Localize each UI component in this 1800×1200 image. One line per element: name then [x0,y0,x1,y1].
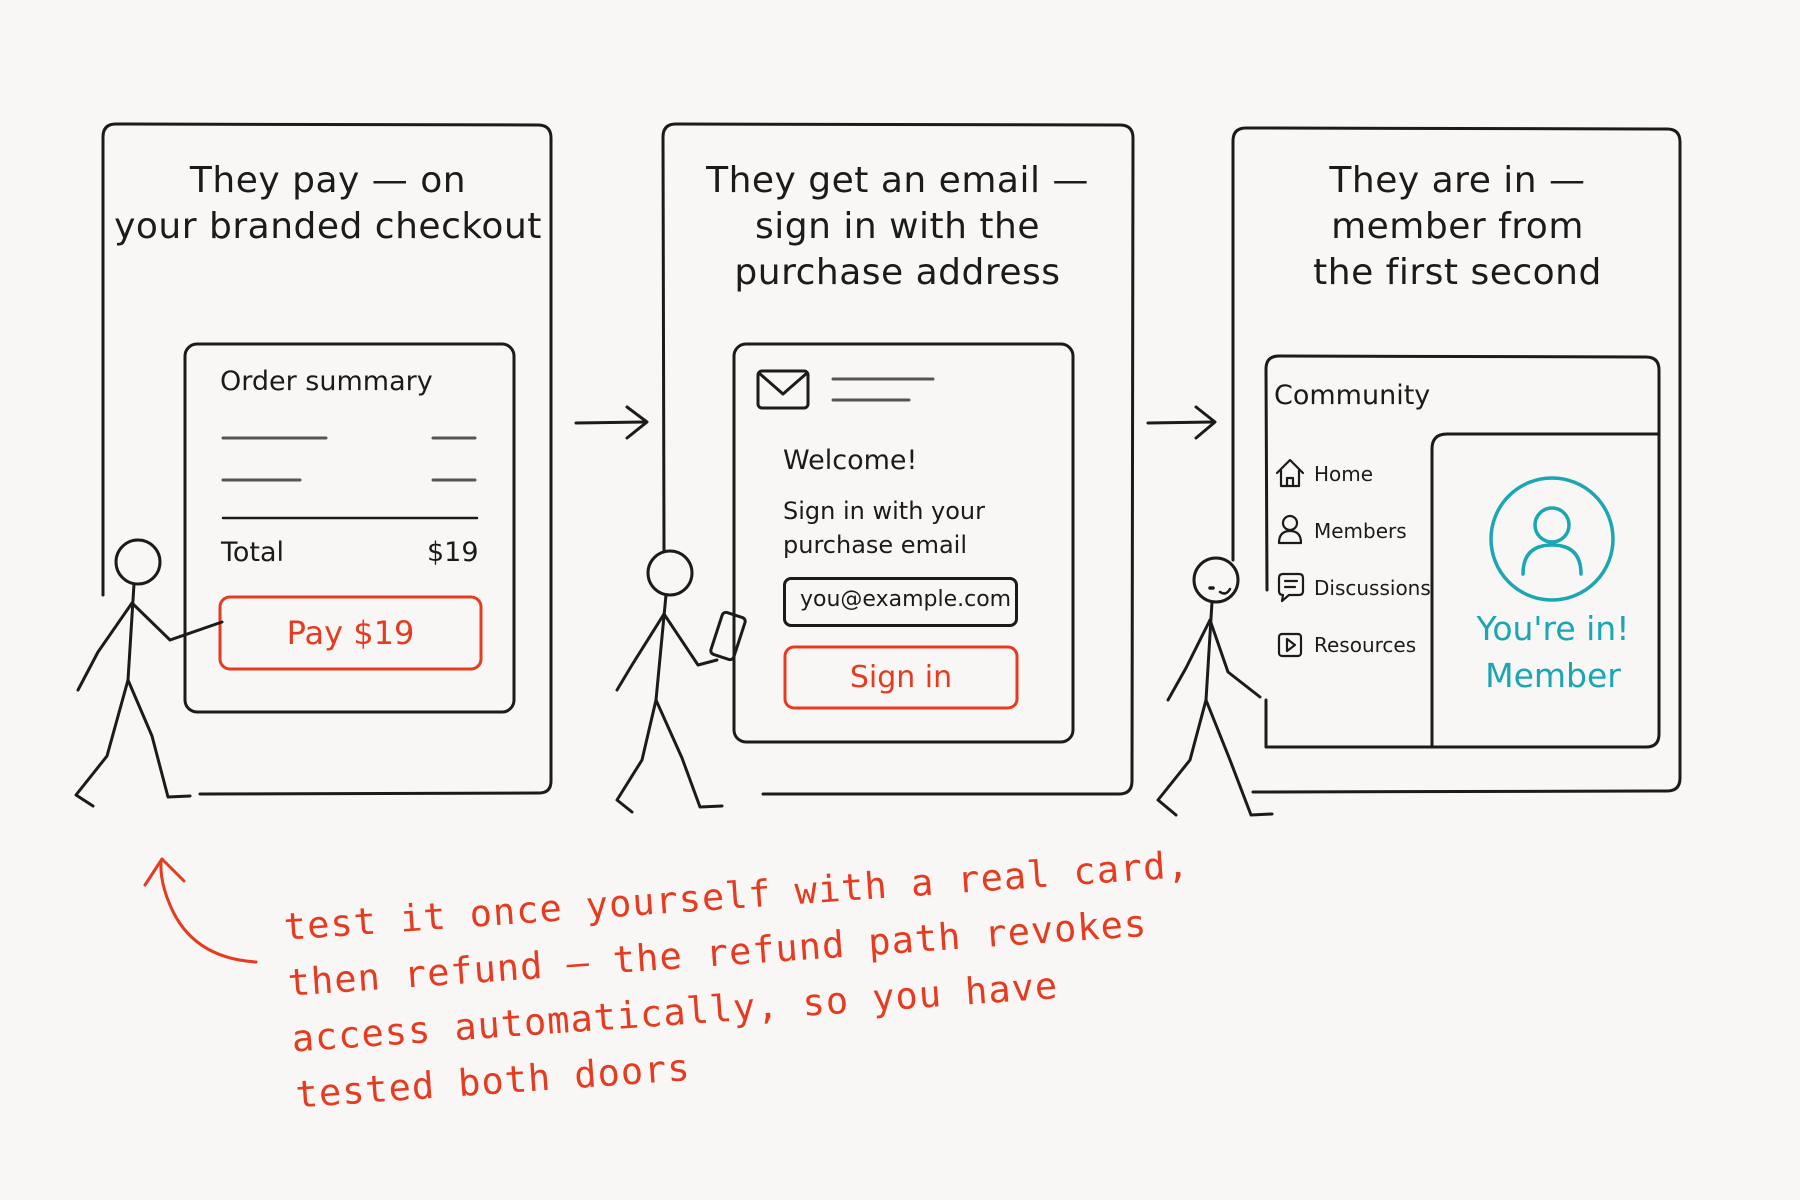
community-heading: Community [1274,380,1431,411]
welcome-heading: Welcome! [783,445,918,476]
stick-figure-with-phone [615,549,747,814]
stick-figure-smiling [1156,556,1274,817]
chat-icon [1277,572,1305,603]
member-status-line-1: You're in! [1476,609,1630,648]
nav-item-home[interactable]: Home [1314,462,1374,486]
panel-2-title: They get an email — sign in with the pur… [706,160,1089,293]
sign-in-button[interactable]: Sign in [849,660,953,695]
member-avatar [1489,476,1615,602]
nav-item-resources[interactable]: Resources [1314,633,1417,657]
pay-button[interactable]: Pay $19 [286,614,415,652]
email-field[interactable]: you@example.com [783,577,1018,627]
total-value: $19 [427,537,479,568]
community-card [1264,354,1661,749]
pay-button-outline [218,595,483,671]
panel-1-frame [101,122,553,796]
panel-1-title: They pay — on your branded checkout [114,160,542,247]
nav-item-members[interactable]: Members [1314,519,1407,543]
sign-in-button-outline [783,645,1019,710]
panel-3-title: They are in — member from the first seco… [1313,160,1602,293]
play-icon [1277,632,1303,658]
annotation-arrow-icon [143,857,258,964]
envelope-icon [756,369,810,410]
stick-figure-paying [74,538,224,808]
order-summary-heading: Order summary [220,366,433,397]
email-card [732,342,1075,744]
nav-item-discussions[interactable]: Discussions [1314,576,1431,600]
user-icon [1277,514,1303,545]
total-label: Total [221,537,285,568]
member-status-line-2: Member [1485,656,1621,695]
panel-2-frame [661,122,1135,796]
sign-in-instructions: Sign in with your purchase email [783,497,985,559]
home-icon [1275,458,1305,488]
panel-3-frame [1231,126,1682,794]
arrow-right-icon [1146,405,1217,440]
order-summary-card [183,342,516,714]
arrow-right-icon [574,405,649,440]
